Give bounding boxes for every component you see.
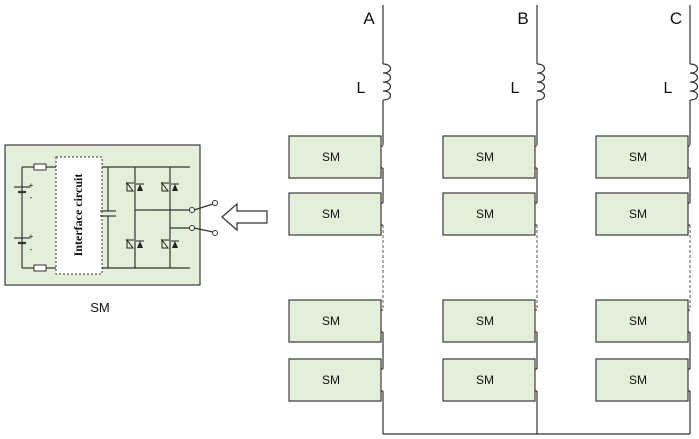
terminal-icon [189,207,195,213]
sm-module [288,299,382,343]
inductor-icon [689,63,699,101]
sm-module [595,135,689,179]
sm-module [288,135,382,179]
sm-module [595,358,689,402]
inductor-label: L [357,80,366,97]
sm-module-label: SM [629,373,647,387]
sm-module [442,192,536,236]
sm-detail: + - + - Interface circuit [4,144,218,315]
terminal-icon [212,230,218,236]
phase-legs: A L SM SM SM SM B L SM SM SM SM C L SM SM SM SM [288,5,699,435]
battery-string: + - + - [14,163,56,272]
sm-module-label: SM [322,150,340,164]
sm-module-label: SM [476,373,494,387]
sm-module [288,358,382,402]
resistor-icon [33,163,47,171]
sm-module-label: SM [629,314,647,328]
sm-module [595,192,689,236]
phase-label-c: C [670,9,682,28]
inductor-label: L [511,80,520,97]
sm-module-label: SM [476,150,494,164]
igbt-icon [126,181,144,192]
sm-module-label: SM [476,207,494,221]
phase-label-b: B [517,9,528,28]
inductor-icon [536,63,546,101]
sm-module [442,299,536,343]
sm-detail-caption: SM [90,300,110,315]
interface-circuit-label: Interface circuit [71,174,85,257]
battery-minus-label: - [30,193,33,202]
resistor-icon [33,264,47,272]
terminal-icon [212,200,218,206]
sm-module-label: SM [322,207,340,221]
sm-module-label: SM [629,150,647,164]
sm-module-label: SM [629,207,647,221]
capacitor-icon [100,167,116,268]
interface-circuit-box [55,156,103,275]
phase-label-a: A [363,9,375,28]
inductor-label: L [664,80,673,97]
igbt-icon [161,238,179,249]
terminal-icon [189,225,195,231]
igbt-icon [126,238,144,249]
sm-module [442,358,536,402]
left-arrow-icon [221,202,268,232]
sm-module-label: SM [322,373,340,387]
sm-module-label: SM [322,314,340,328]
battery-minus-label: - [30,245,33,254]
battery-plus-label: + [29,232,34,241]
sm-module [442,135,536,179]
igbt-icon [161,181,179,192]
sm-module-label: SM [476,314,494,328]
battery-plus-label: + [29,181,34,190]
inductor-icon [382,63,392,101]
sm-module [595,299,689,343]
sm-module [288,192,382,236]
